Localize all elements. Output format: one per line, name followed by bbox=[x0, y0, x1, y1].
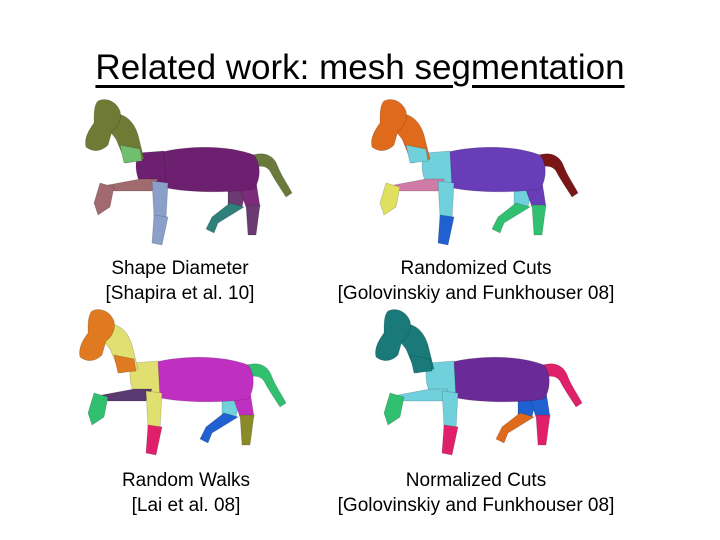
horse-segment-lh-low bbox=[495, 412, 535, 444]
horse-segment-collar bbox=[113, 354, 137, 374]
horse-segmentation-image bbox=[371, 99, 579, 246]
panel-shape-diameter bbox=[78, 95, 298, 255]
caption-citation: [Lai et al. 08] bbox=[131, 495, 241, 516]
horse-segment-tail bbox=[533, 153, 579, 198]
horse-segment-rf-up bbox=[145, 390, 163, 430]
horse-segment-rh-low bbox=[239, 414, 255, 446]
horse-segment-rf-low bbox=[145, 424, 163, 456]
horse-segment-rf-up bbox=[437, 180, 455, 220]
horse-segment-rh-low bbox=[245, 204, 261, 236]
horse-segment-tail bbox=[537, 363, 583, 408]
caption-method: Random Walks bbox=[121, 470, 251, 491]
panel-random-walks bbox=[72, 305, 292, 465]
horse-segment-body bbox=[443, 146, 546, 193]
horse-segment-lf-low bbox=[379, 182, 401, 216]
caption-random-walks: Random Walks [Lai et al. 08] bbox=[74, 468, 298, 518]
horse-segment-collar bbox=[409, 354, 433, 374]
horse-segment-rf-low bbox=[437, 214, 455, 246]
horse-segment-rh-low bbox=[531, 204, 547, 236]
horse-segment-lf-low bbox=[93, 182, 115, 216]
caption-normalized-cuts: Normalized Cuts [Golovinskiy and Funkhou… bbox=[294, 468, 658, 518]
horse-segment-lh-low bbox=[199, 412, 239, 444]
horse-segment-tail bbox=[241, 363, 287, 408]
horse-segment-collar bbox=[119, 144, 143, 164]
horse-segment-body bbox=[447, 356, 550, 403]
horse-segment-lf-up bbox=[101, 388, 153, 402]
caption-citation: [Shapira et al. 10] bbox=[105, 283, 255, 304]
horse-segment-head bbox=[85, 99, 121, 151]
caption-citation: [Golovinskiy and Funkhouser 08] bbox=[337, 495, 615, 516]
horse-segment-head bbox=[371, 99, 407, 151]
caption-method: Normalized Cuts bbox=[405, 470, 547, 491]
horse-segment-rf-low bbox=[151, 214, 169, 246]
horse-segmentation-image bbox=[85, 99, 293, 246]
horse-segment-rf-up bbox=[441, 390, 459, 430]
horse-segment-lf-low bbox=[383, 392, 405, 426]
horse-segment-rf-up bbox=[151, 180, 169, 220]
horse-segment-lf-up bbox=[397, 388, 449, 402]
caption-method: Randomized Cuts bbox=[400, 258, 552, 279]
horse-segmentation-image bbox=[375, 309, 583, 456]
horse-segment-lf-low bbox=[87, 392, 109, 426]
caption-citation: [Golovinskiy and Funkhouser 08] bbox=[337, 283, 615, 304]
page-title: Related work: mesh segmentation bbox=[95, 48, 625, 87]
horse-segment-lf-up bbox=[107, 178, 159, 192]
horse-segmentation-image bbox=[79, 309, 287, 456]
panel-randomized-cuts bbox=[364, 95, 584, 255]
horse-segment-head bbox=[79, 309, 115, 361]
caption-shape-diameter: Shape Diameter [Shapira et al. 10] bbox=[68, 256, 292, 306]
panel-normalized-cuts bbox=[368, 305, 588, 465]
horse-segment-rf-low bbox=[441, 424, 459, 456]
caption-method: Shape Diameter bbox=[111, 258, 249, 279]
horse-segment-lh-low bbox=[205, 202, 245, 234]
horse-segment-head bbox=[375, 309, 411, 361]
horse-segment-rh-low bbox=[535, 414, 551, 446]
horse-segment-body bbox=[157, 146, 260, 193]
horse-segment-lh-low bbox=[491, 202, 531, 234]
horse-segment-tail bbox=[247, 153, 293, 198]
horse-segment-body bbox=[151, 356, 254, 403]
horse-segment-collar bbox=[405, 144, 429, 164]
horse-segment-lf-up bbox=[393, 178, 445, 192]
caption-randomized-cuts: Randomized Cuts [Golovinskiy and Funkhou… bbox=[296, 256, 656, 306]
